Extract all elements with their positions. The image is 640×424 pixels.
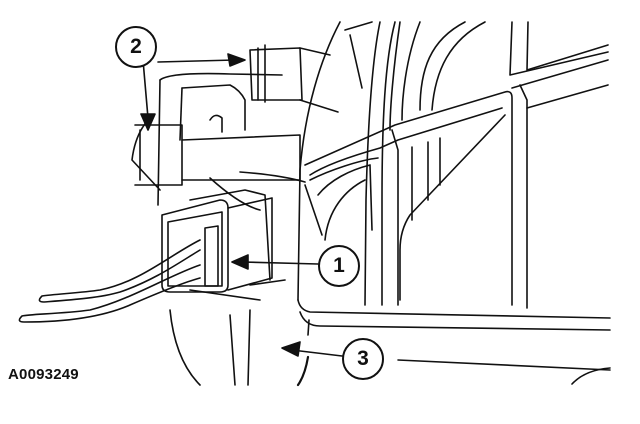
housing-grid xyxy=(297,21,611,331)
leader-lines xyxy=(140,53,611,387)
callout-number: 3 xyxy=(357,347,369,370)
callout-1: 1 xyxy=(318,245,360,287)
callout-2: 2 xyxy=(115,26,157,68)
wiring-harness xyxy=(18,239,201,323)
callout-number: 2 xyxy=(130,35,142,58)
figure-id-label: A0093249 xyxy=(8,366,79,383)
pump-body xyxy=(131,44,339,386)
electrical-connector xyxy=(161,197,286,293)
callout-number: 1 xyxy=(333,254,345,277)
callout-3: 3 xyxy=(342,338,384,380)
